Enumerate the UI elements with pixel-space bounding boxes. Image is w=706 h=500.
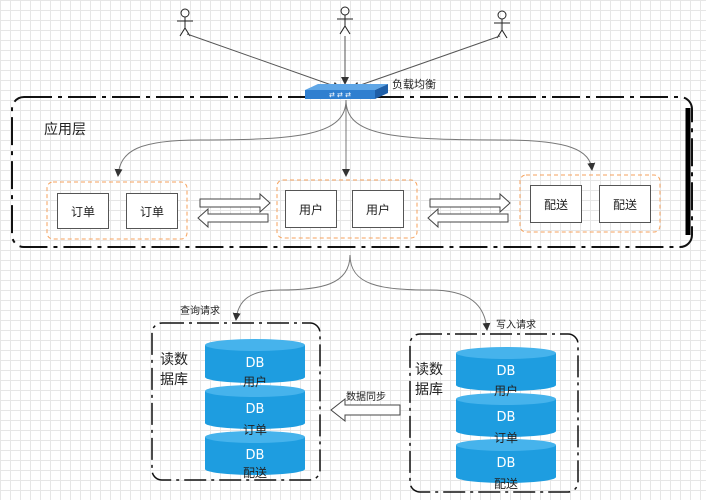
svg-text:⇄ ⇄ ⇄: ⇄ ⇄ ⇄ bbox=[329, 91, 351, 99]
user-service-box-1[interactable]: 用户 bbox=[285, 190, 337, 228]
write-db-delivery-badge: DB bbox=[497, 456, 516, 471]
read-db-title: 读数 据库 bbox=[160, 350, 188, 390]
query-request-label: 查询请求 bbox=[180, 306, 220, 317]
write-db-title: 读数 据库 bbox=[415, 360, 443, 400]
user-service-box-2[interactable]: 用户 bbox=[352, 190, 404, 228]
read-db-orders-cylinder[interactable]: DB bbox=[205, 385, 305, 429]
read-db-frame bbox=[151, 322, 321, 481]
write-db-delivery-cylinder[interactable]: DB bbox=[456, 439, 556, 483]
read-db-label-orders: 订单 bbox=[242, 423, 267, 437]
read-db-orders-badge: DB bbox=[246, 402, 265, 417]
db-cylinders: DB DB DB DB DB DB bbox=[205, 339, 556, 483]
write-db-label-orders: 订单 bbox=[493, 431, 518, 445]
write-db-label-users: 用户 bbox=[493, 384, 518, 398]
write-db-orders-cylinder[interactable]: DB bbox=[456, 393, 556, 437]
read-db-title-line1: 读数 bbox=[160, 352, 188, 368]
user-delivery-double-arrow bbox=[427, 192, 511, 229]
app-to-db-lines bbox=[232, 254, 491, 331]
data-sync-label: 数据同步 bbox=[346, 392, 386, 403]
sync-arrow bbox=[330, 397, 401, 423]
load-balancer-label: 负载均衡 bbox=[392, 78, 436, 91]
read-db-users-cylinder[interactable]: DB bbox=[205, 339, 305, 383]
read-db-users-badge: DB bbox=[246, 356, 265, 371]
delivery-service-box-1[interactable]: 配送 bbox=[530, 185, 582, 223]
delivery-service-box-2[interactable]: 配送 bbox=[599, 185, 651, 223]
read-db-label-users: 用户 bbox=[242, 375, 267, 389]
user-to-lb-lines bbox=[186, 33, 501, 90]
write-db-users-cylinder[interactable]: DB bbox=[456, 347, 556, 391]
delivery-group-frame bbox=[519, 174, 661, 233]
write-db-label-delivery: 配送 bbox=[493, 477, 518, 491]
write-db-title-line1: 读数 bbox=[415, 362, 443, 378]
read-db-title-line2: 据库 bbox=[160, 372, 188, 388]
order-service-box-1[interactable]: 订单 bbox=[57, 193, 109, 229]
write-request-label: 写入请求 bbox=[496, 320, 536, 331]
order-group-frame bbox=[46, 181, 188, 240]
order-user-double-arrow bbox=[197, 192, 271, 229]
user-figure-3 bbox=[494, 10, 510, 39]
switch-icon: ⇄ ⇄ ⇄ bbox=[305, 84, 388, 99]
read-db-delivery-cylinder[interactable]: DB bbox=[205, 431, 305, 475]
read-db-label-delivery: 配送 bbox=[242, 466, 267, 480]
app-layer-title: 应用层 bbox=[44, 122, 86, 138]
lb-to-groups-lines bbox=[114, 99, 596, 177]
read-db-delivery-badge: DB bbox=[246, 448, 265, 463]
write-db-orders-badge: DB bbox=[497, 410, 516, 425]
user-figure-2 bbox=[337, 6, 353, 35]
write-db-frame bbox=[409, 333, 579, 493]
user-figure-1 bbox=[177, 8, 193, 37]
write-db-users-badge: DB bbox=[497, 364, 516, 379]
write-db-title-line2: 据库 bbox=[415, 382, 443, 398]
user-group-frame bbox=[276, 179, 418, 239]
order-service-box-2[interactable]: 订单 bbox=[126, 193, 178, 229]
